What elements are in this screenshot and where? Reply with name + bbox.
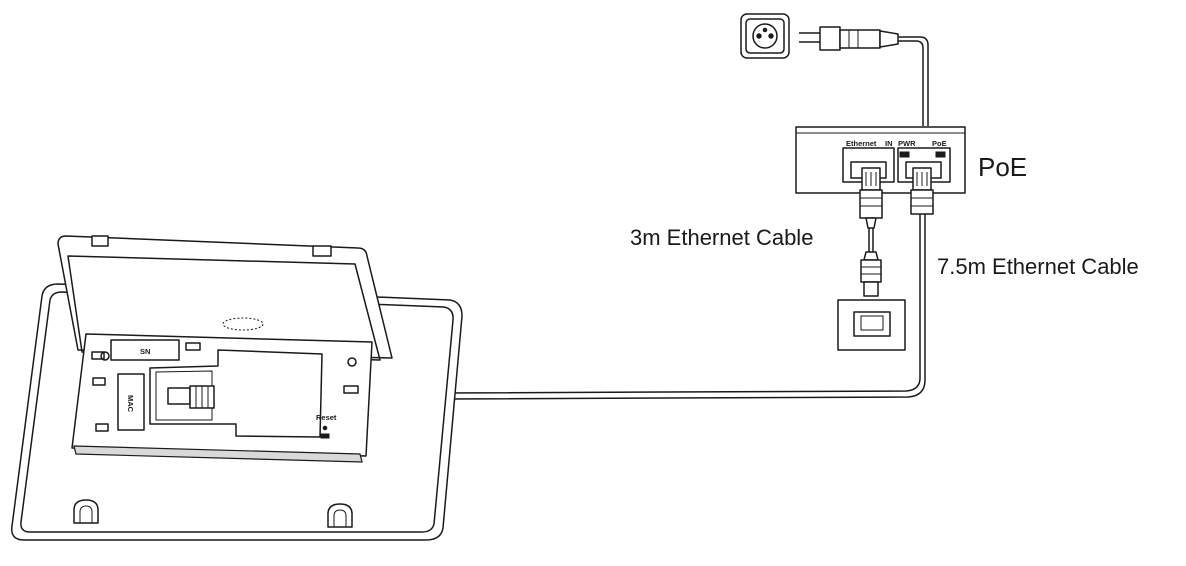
port-label-ethernet: Ethernet <box>846 139 877 148</box>
power-outlet-icon <box>740 13 790 59</box>
rj45-connector-device <box>167 385 215 409</box>
cable-7-5m-label: 7.5m Ethernet Cable <box>937 254 1139 279</box>
cable-3m-label: 3m Ethernet Cable <box>630 225 813 250</box>
touch-panel-device: SN MAC Reset <box>11 235 463 541</box>
port-label-poe: PoE <box>932 139 947 148</box>
port-label-pwr: PWR <box>898 139 916 148</box>
rj45-connector-wall <box>860 251 882 297</box>
wall-jack <box>837 299 906 351</box>
poe-label: PoE <box>978 152 1027 182</box>
port-label-in: IN <box>885 139 893 148</box>
power-cord <box>898 36 929 126</box>
mac-label: MAC <box>126 395 135 413</box>
cable-3m <box>868 228 874 252</box>
sn-label: SN <box>140 347 150 356</box>
power-plug-icon <box>799 26 899 51</box>
reset-label: Reset <box>316 413 337 422</box>
cable-7-5m <box>209 214 921 395</box>
rj45-connector-top-left <box>859 167 883 229</box>
rj45-connector-top-right <box>910 167 934 215</box>
